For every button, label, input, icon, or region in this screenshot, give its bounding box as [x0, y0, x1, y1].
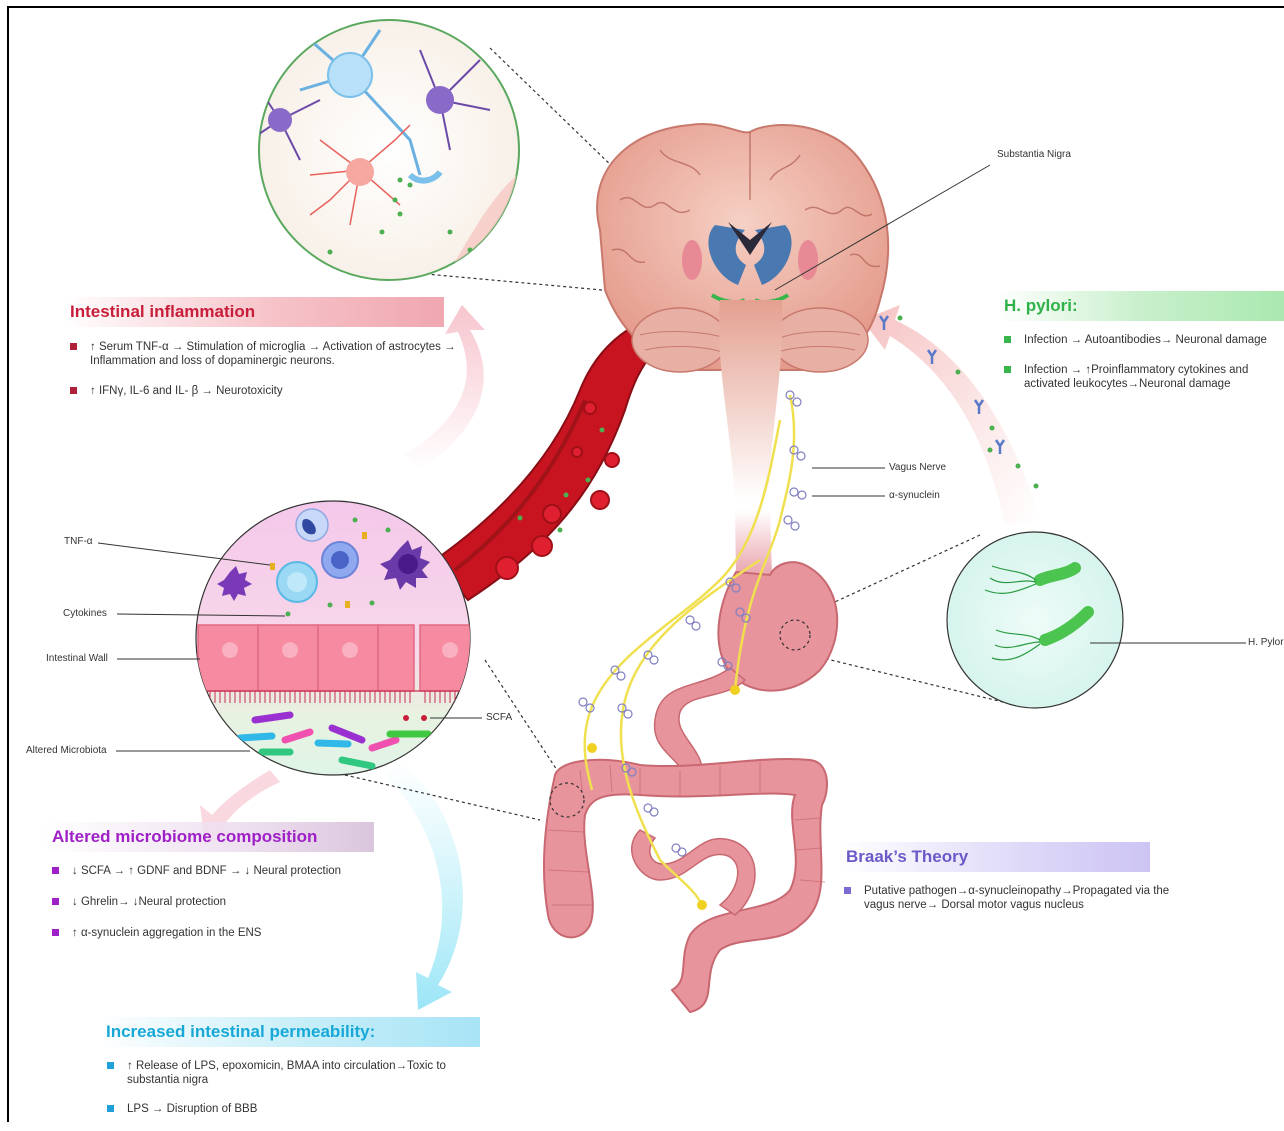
label-altered-microbiota: Altered Microbiota [26, 745, 107, 756]
list-item: Infection → Autoantibodies→ Neuronal dam… [1004, 333, 1284, 347]
bullet-square [70, 387, 77, 394]
list-item: ↑ α-synuclein aggregation in the ENS [52, 926, 392, 940]
brain [597, 124, 888, 500]
bullet-square [70, 343, 77, 350]
list-item: ↑ Release of LPS, epoxomicin, BMAA into … [107, 1059, 497, 1087]
bullet-square [107, 1105, 114, 1112]
list-item: Putative pathogen→α-synucleinopathy→Prop… [844, 884, 1174, 912]
bullet-square [52, 929, 59, 936]
list-item: ↑ IFNγ, IL-6 and IL- β → Neurotoxicity [70, 384, 460, 398]
heading-intestinal-inflammation: Intestinal inflammation [62, 297, 444, 327]
intestinal-wall-cells [198, 625, 480, 691]
label-substantia-nigra: Substantia Nigra [997, 149, 1071, 160]
list-item: ↓ SCFA → ↑ GDNF and BDNF → ↓ Neural prot… [52, 864, 392, 878]
heading-altered-microbiome: Altered microbiome composition [44, 822, 374, 852]
list-item: Infection → ↑Proinflammatory cytokines a… [1004, 363, 1284, 391]
heading-intestinal-permeability: Increased intestinal permeability: [98, 1017, 480, 1047]
bullet-square [844, 887, 851, 894]
label-tnf-alpha: TNF-α [64, 536, 93, 547]
label-vagus-nerve: Vagus Nerve [889, 462, 946, 473]
arrow-to-permeability [385, 760, 463, 1010]
list-item: ↓ Ghrelin→ ↓Neural protection [52, 895, 392, 909]
list-item: ↑ Serum TNF-α → Stimulation of microglia… [70, 340, 460, 368]
digestive-tract [544, 510, 837, 1012]
bullet-square [52, 867, 59, 874]
heading-braak-theory: Braak’s Theory [838, 842, 1150, 872]
list-braak-theory: Putative pathogen→α-synucleinopathy→Prop… [844, 884, 1174, 928]
label-intestinal-wall: Intestinal Wall [46, 653, 108, 664]
label-scfa: SCFA [486, 712, 512, 723]
bullet-square [1004, 336, 1011, 343]
list-item: LPS → Disruption of BBB [107, 1102, 497, 1116]
label-h-pylori: H. Pylori [1248, 637, 1284, 648]
bullet-square [52, 898, 59, 905]
heading-h-pylori: H. pylori: [996, 291, 1284, 321]
list-intestinal-permeability: ↑ Release of LPS, epoxomicin, BMAA into … [107, 1059, 497, 1131]
label-alpha-synuclein: α-synuclein [889, 490, 940, 501]
list-h-pylori: Infection → Autoantibodies→ Neuronal dam… [1004, 333, 1284, 407]
label-cytokines: Cytokines [63, 608, 107, 619]
list-intestinal-inflammation: ↑ Serum TNF-α → Stimulation of microglia… [70, 340, 460, 414]
list-altered-microbiome: ↓ SCFA → ↑ GDNF and BDNF → ↓ Neural prot… [52, 864, 392, 957]
bullet-square [1004, 366, 1011, 373]
h-pylori-zoom-circle [947, 532, 1123, 708]
bullet-square [107, 1062, 114, 1069]
